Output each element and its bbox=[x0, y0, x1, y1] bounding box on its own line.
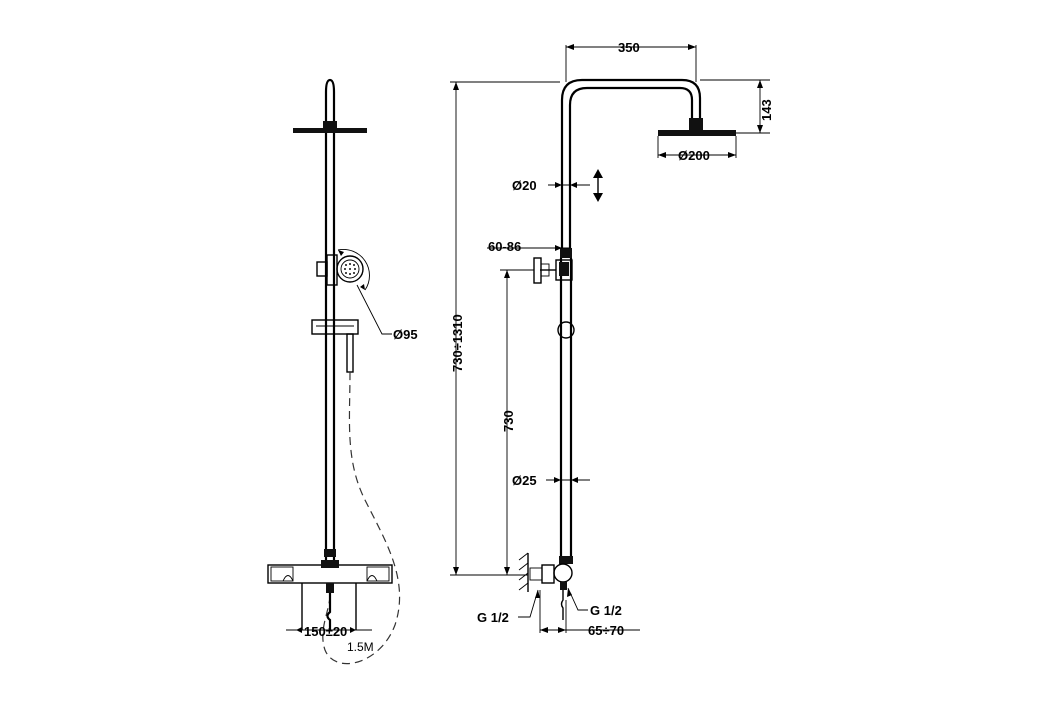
inlet-right-leader bbox=[567, 587, 588, 611]
side-holder-knob bbox=[533, 257, 542, 284]
hose-path bbox=[322, 371, 401, 665]
hose-length-label: 1.5M bbox=[347, 640, 374, 654]
handshower-inner bbox=[340, 259, 360, 279]
handshower-diameter-label: Ø95 bbox=[393, 327, 418, 342]
front-hanging-handle bbox=[346, 333, 354, 373]
upper-pipe-label: Ø20 bbox=[512, 178, 537, 193]
side-arm-outer bbox=[560, 78, 702, 250]
lower-height-label: 730 bbox=[501, 410, 516, 432]
front-pipe-nut bbox=[324, 549, 336, 557]
side-view: 350 143 Ø200 Ø20 bbox=[450, 40, 774, 638]
front-shelf bbox=[311, 319, 359, 335]
inlet-right-label: G 1/2 bbox=[590, 603, 622, 618]
arm-offset-label: 350 bbox=[618, 40, 640, 55]
side-mixer-body bbox=[553, 563, 573, 583]
wall-distance-label: 65÷70 bbox=[588, 623, 624, 638]
inlet-left-leader bbox=[518, 589, 539, 618]
wall-hatch bbox=[518, 552, 529, 591]
side-shower-head bbox=[658, 130, 736, 136]
handshower-dim-arc bbox=[337, 249, 370, 291]
front-arm bbox=[324, 78, 336, 128]
front-mixer-left-handle bbox=[270, 566, 294, 582]
side-sleeve-top bbox=[560, 248, 572, 258]
front-holder-body bbox=[326, 254, 338, 286]
total-height-label: 730÷1310 bbox=[450, 314, 465, 372]
lower-pipe-label: Ø25 bbox=[512, 473, 537, 488]
front-view: Ø95 1.5M 150±20 bbox=[267, 78, 418, 665]
inlet-left-label: G 1/2 bbox=[477, 610, 509, 625]
head-height-label: 143 bbox=[759, 99, 774, 121]
handshower bbox=[336, 255, 364, 283]
side-head-joint bbox=[689, 118, 703, 130]
front-head-joint bbox=[323, 121, 337, 129]
handshower-leader bbox=[356, 284, 392, 335]
side-mixer-eccentric bbox=[541, 564, 555, 584]
holder-range-label: 60-86 bbox=[488, 239, 521, 254]
front-mixer-right-handle bbox=[366, 566, 390, 582]
side-shelf-knob bbox=[557, 321, 575, 339]
inlet-spacing-label: 150±20 bbox=[304, 624, 347, 639]
handshower-nozzles bbox=[344, 263, 356, 275]
front-mixer-top-nut bbox=[321, 560, 339, 568]
front-shower-head bbox=[293, 128, 367, 133]
head-diameter-label: Ø200 bbox=[678, 148, 710, 163]
side-arm-inner bbox=[568, 86, 694, 250]
